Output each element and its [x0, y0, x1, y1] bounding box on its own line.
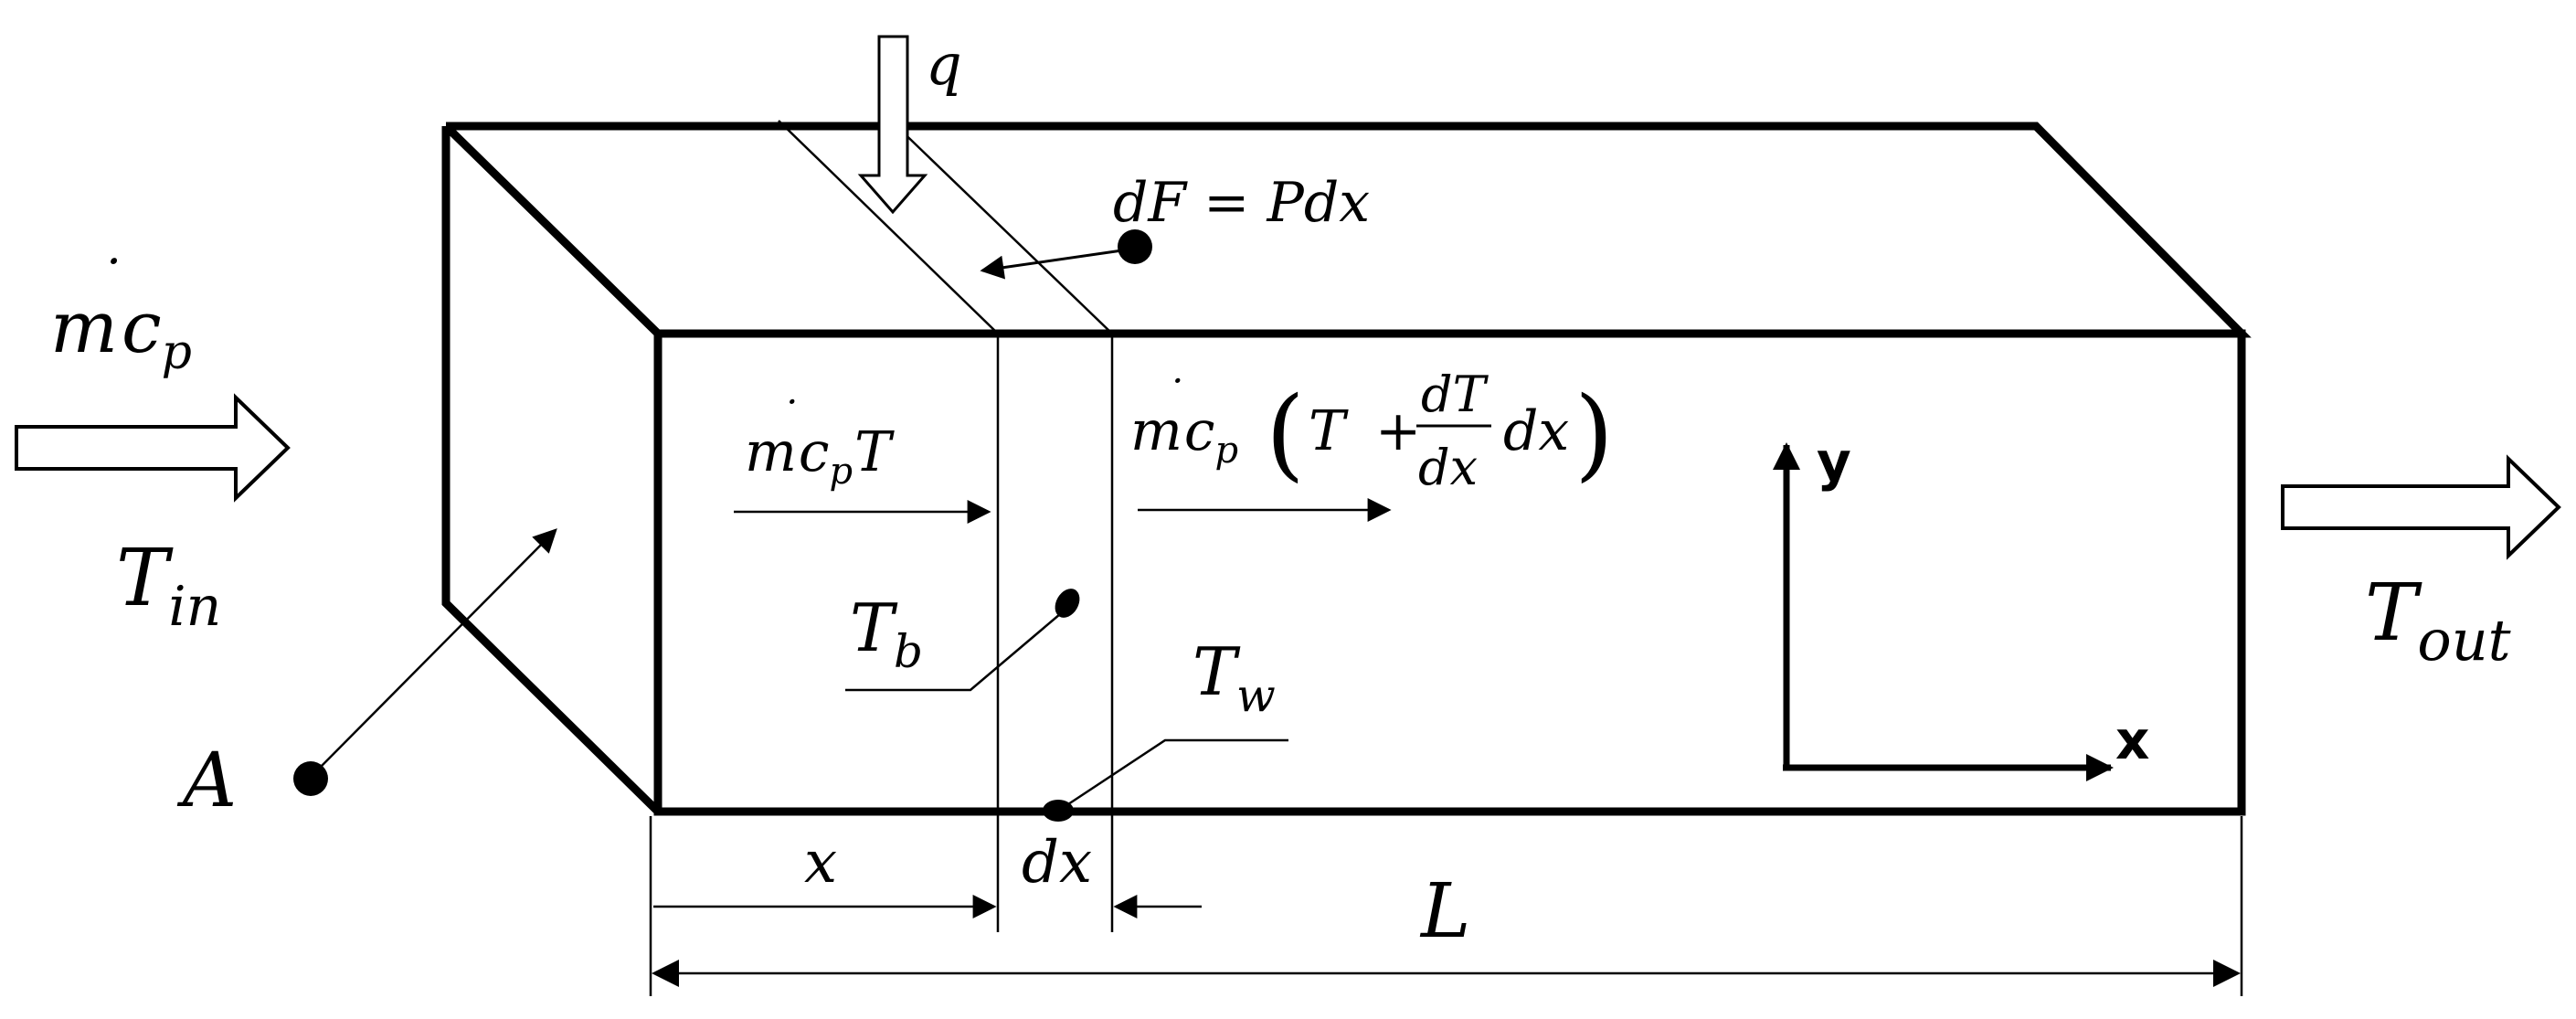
dimension-lines [649, 816, 2243, 996]
label-dx-dim: dx [1022, 829, 1092, 897]
svg-text:˙: ˙ [778, 392, 799, 441]
svg-text:(: ( [1266, 375, 1305, 492]
svg-text:dT: dT [1421, 366, 1489, 423]
box-left-face [441, 126, 662, 815]
label-x-dim: x [804, 829, 837, 897]
label-T-b: Tb [850, 589, 923, 678]
dF-marker-dot [1118, 229, 1152, 264]
label-L-dim: L [1419, 868, 1470, 955]
coordinate-axes [1773, 442, 2114, 781]
box-front-face [653, 329, 2246, 816]
label-T-w: Tw [1193, 633, 1276, 722]
svg-text:): ) [1574, 375, 1614, 492]
element-slice [778, 120, 1114, 932]
svg-text:T: T [1309, 399, 1349, 463]
label-mcp-inlet: mcp ˙ [50, 249, 192, 380]
label-A: A [176, 738, 237, 824]
inlet-flow-arrow [15, 393, 291, 503]
svg-text:dx: dx [1503, 399, 1569, 463]
svg-text:dx: dx [1418, 439, 1478, 496]
A-marker-dot [293, 761, 328, 796]
label-mcp-out-expr: mcp ˙ ( T + dT dx dx ) [1130, 366, 1614, 496]
svg-text:+: + [1375, 399, 1421, 463]
Tb-leader-line [845, 613, 1061, 692]
Tb-marker-dot [1055, 589, 1080, 618]
label-q: q [926, 31, 962, 98]
svg-text:mcp: mcp [50, 287, 192, 380]
A-pointer-arrow [321, 528, 557, 767]
svg-text:mcp: mcp [1130, 399, 1238, 472]
channel-box [441, 122, 2252, 816]
axis-x-label: x [2115, 709, 2149, 771]
Tw-leader-line [1065, 738, 1288, 808]
svg-text:mcpT: mcpT [745, 420, 895, 493]
label-T-out: Tout [2365, 568, 2511, 674]
outlet-flow-arrow [2281, 454, 2561, 560]
label-mcpT: mcpT ˙ [745, 392, 895, 493]
svg-text:˙: ˙ [95, 249, 122, 313]
label-dF-eq: dF = Pdx [1113, 171, 1370, 235]
heat-flux-arrow [857, 35, 928, 215]
axis-y-label: y [1817, 430, 1851, 493]
svg-text:˙: ˙ [1163, 371, 1184, 420]
label-T-in: Tin [116, 533, 221, 639]
dF-pointer-arrow [980, 249, 1123, 280]
